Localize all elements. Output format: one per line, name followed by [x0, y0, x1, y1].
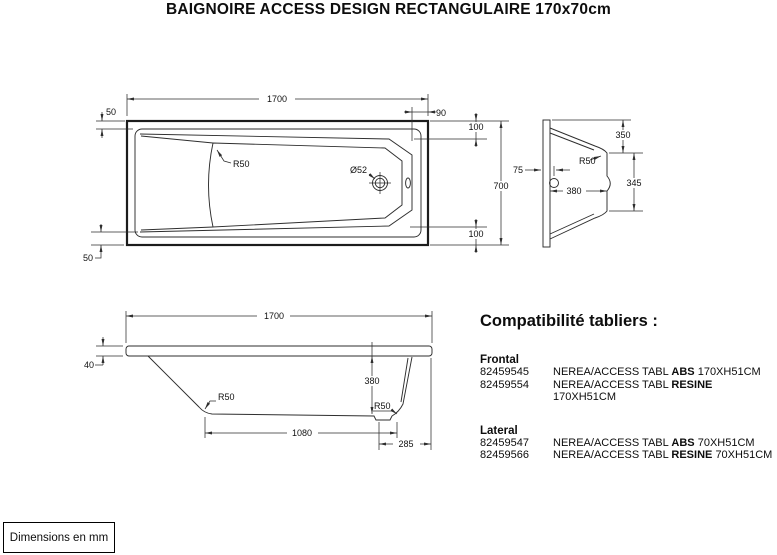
dim-top-rim-right: 90 — [404, 107, 446, 141]
side-basin-profile — [147, 355, 413, 421]
compatibility-section-frontal: Frontal 82459545 NEREA/ACCESS TABL ABS 1… — [480, 354, 777, 404]
dim-end-floor: 380 — [550, 186, 607, 196]
tub-outer-rect — [125, 119, 430, 247]
dim-side-depth: 380 — [361, 342, 384, 414]
section-label: Frontal — [480, 354, 519, 366]
drain-symbol — [369, 172, 391, 194]
dim-label-side-length: 1700 — [264, 311, 284, 321]
dim-label-top-length: 1700 — [267, 94, 287, 104]
product-ref: 82459566 — [480, 449, 529, 462]
compatibility-block: Compatibilité tabliers : Frontal 8245954… — [480, 312, 777, 462]
compatibility-section-lateral: Lateral 82459547 NEREA/ACCESS TABL ABS 7… — [480, 425, 777, 462]
callout-side-radius-right: R50 — [373, 401, 398, 415]
page-title: BAIGNOIRE ACCESS DESIGN RECTANGULAIRE 17… — [165, 1, 612, 18]
tub-basin-edge — [139, 133, 413, 233]
compat-row: 82459545 NEREA/ACCESS TABL ABS 170XH51CM — [480, 366, 777, 378]
dim-label-inset-top: 100 — [468, 122, 483, 132]
dim-side-floor: 1080 — [204, 417, 398, 438]
dim-end-upper: 350 — [552, 119, 643, 154]
dim-label-end-offset: 75 — [513, 165, 523, 175]
dim-side-length: 1700 — [125, 311, 433, 343]
dim-label-side-radius-right: R50 — [374, 401, 391, 411]
dim-top-length: 1700 — [126, 94, 429, 116]
product-ref: 82459545 — [480, 366, 529, 379]
dim-label-top-width: 700 — [493, 181, 508, 191]
dim-top-inset-top: 100 — [414, 113, 487, 147]
product-desc: NEREA/ACCESS TABL ABS 70XH51CM — [553, 437, 755, 450]
dim-label-side-depth: 380 — [364, 376, 379, 386]
side-rim-deck — [125, 345, 433, 357]
product-desc: NEREA/ACCESS TABL RESINE 170XH51CM — [553, 378, 713, 404]
callout-top-radius: R50 — [216, 149, 250, 169]
dim-top-inset-bottom: 100 — [410, 219, 487, 253]
dim-label-top-radius: R50 — [233, 159, 250, 169]
end-view — [542, 119, 611, 248]
units-note: Dimensions en mm — [9, 531, 109, 544]
dim-label-rim-left-bottom: 50 — [83, 253, 93, 263]
product-desc: NEREA/ACCESS TABL ABS 170XH51CM — [553, 366, 761, 379]
dim-label-rim-right: 90 — [436, 108, 446, 118]
tub-floor-outline — [208, 142, 403, 228]
product-ref: 82459547 — [480, 437, 529, 450]
dim-end-offset: 75 — [513, 165, 570, 175]
compat-row: 82459554 NEREA/ACCESS TABL RESINE 170XH5… — [480, 379, 777, 404]
product-ref: 82459554 — [480, 378, 529, 391]
end-drain-hole — [549, 178, 559, 188]
dim-end-lower: 345 — [609, 153, 646, 212]
dim-top-rim-left-bottom: 50 — [83, 224, 138, 263]
dim-label-end-upper: 350 — [615, 130, 630, 140]
dim-label-rim-left-top: 50 — [106, 107, 116, 117]
compat-row: 82459547 NEREA/ACCESS TABL ABS 70XH51CM — [480, 437, 777, 449]
end-rim — [542, 119, 551, 248]
callout-drain-diameter: Ø52 — [350, 165, 376, 180]
tub-rim-inner — [134, 128, 422, 238]
callout-end-radius: R50 — [579, 155, 602, 166]
dim-side-rim: 40 — [84, 337, 123, 370]
dim-label-inset-bottom: 100 — [468, 229, 483, 239]
top-view — [125, 119, 430, 247]
overflow-symbol — [405, 177, 411, 189]
dim-label-end-lower: 345 — [626, 178, 641, 188]
section-label: Lateral — [480, 424, 518, 437]
dim-label-side-floor: 1080 — [292, 428, 312, 438]
compatibility-heading: Compatibilité tabliers : — [480, 312, 658, 330]
dim-label-side-rim: 40 — [84, 360, 94, 370]
side-view — [125, 345, 433, 421]
dim-label-side-end-offset: 285 — [398, 439, 413, 449]
end-basin-profile — [549, 127, 611, 240]
callout-side-radius-left: R50 — [204, 392, 235, 410]
dim-label-end-floor: 380 — [566, 186, 581, 196]
dim-label-end-radius: R50 — [579, 156, 596, 166]
dim-label-drain: Ø52 — [350, 165, 367, 175]
dim-top-width: 700 — [430, 120, 514, 246]
units-note-box: Dimensions en mm — [3, 522, 115, 553]
compat-row: 82459566 NEREA/ACCESS TABL RESINE 70XH51… — [480, 449, 777, 461]
product-desc: NEREA/ACCESS TABL RESINE 70XH51CM — [553, 449, 773, 462]
dim-top-rim-left-top: 50 — [96, 107, 133, 138]
dim-side-end-offset: 285 — [378, 358, 432, 450]
dim-label-side-radius-left: R50 — [218, 392, 235, 402]
